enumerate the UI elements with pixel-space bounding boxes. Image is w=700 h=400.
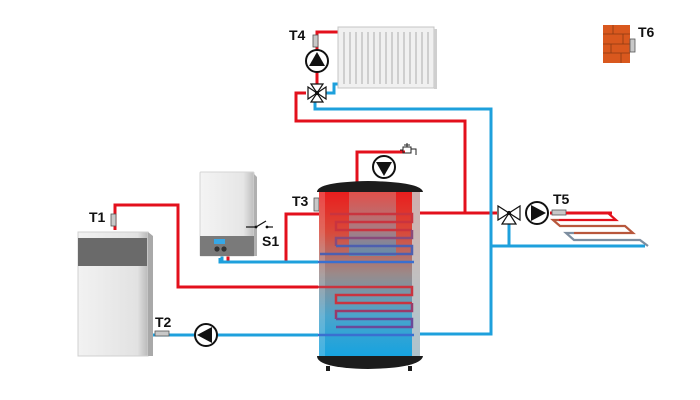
radiator-fins <box>343 32 429 84</box>
three-way-mixing-valve[interactable] <box>497 204 521 225</box>
label-t5: T5 <box>553 191 570 207</box>
label-t3: T3 <box>292 193 309 209</box>
label-t1: T1 <box>89 209 106 225</box>
return-pipes <box>150 82 645 337</box>
pump-radiator[interactable] <box>305 49 329 73</box>
sensor-t3: T3 <box>292 193 320 212</box>
label-t6: T6 <box>638 24 655 40</box>
hot-water-tap-icon <box>400 143 417 155</box>
label-t2: T2 <box>155 314 172 330</box>
heat-pump-panel <box>78 238 147 266</box>
upper-heat-exchanger-coil <box>318 212 414 264</box>
label-t4: T4 <box>289 27 306 43</box>
lower-heat-exchanger-coil <box>318 285 414 337</box>
heat-pump-unit[interactable] <box>77 231 153 357</box>
pump-arrow-down-icon <box>376 162 392 176</box>
tank-bottom-cap <box>317 356 423 369</box>
boiler-display <box>214 239 225 244</box>
label-s1: S1 <box>262 233 279 249</box>
sensor-t6: T6 <box>629 24 655 53</box>
outdoor-wall-brick-icon <box>603 25 630 63</box>
pipe-dhw <box>355 150 405 183</box>
pipe-boiler-return-2 <box>218 258 318 264</box>
sensor-t2: T2 <box>154 314 172 337</box>
switch-s1[interactable]: S1 <box>246 220 279 249</box>
pipe-radiator-return <box>323 82 340 95</box>
pipe-radiator-riser <box>294 91 467 213</box>
pump-heat-pump-circuit[interactable] <box>194 323 218 347</box>
sensor-t5: T5 <box>551 191 570 216</box>
sensor-t1: T1 <box>89 209 117 227</box>
boiler-knob <box>214 246 220 252</box>
floor-heating-loops <box>550 211 649 247</box>
tank-top-cap <box>317 181 423 192</box>
pump-arrow-left-icon <box>197 327 212 343</box>
boiler-control-panel <box>200 236 254 256</box>
pump-dhw[interactable] <box>372 155 396 179</box>
pipe-heat-pump-supply <box>113 203 318 289</box>
radiator[interactable] <box>337 26 437 89</box>
pump-floor-heating[interactable] <box>525 201 549 225</box>
boiler-knob <box>221 246 227 252</box>
four-way-mixing-valve[interactable] <box>307 83 327 103</box>
sensor-t4: T4 <box>289 27 319 48</box>
storage-tank[interactable] <box>317 181 423 371</box>
pipe-main-return <box>313 98 493 336</box>
gas-boiler[interactable] <box>199 171 257 257</box>
pump-arrow-right-icon <box>531 205 546 221</box>
pump-arrow-up-icon <box>309 52 325 66</box>
